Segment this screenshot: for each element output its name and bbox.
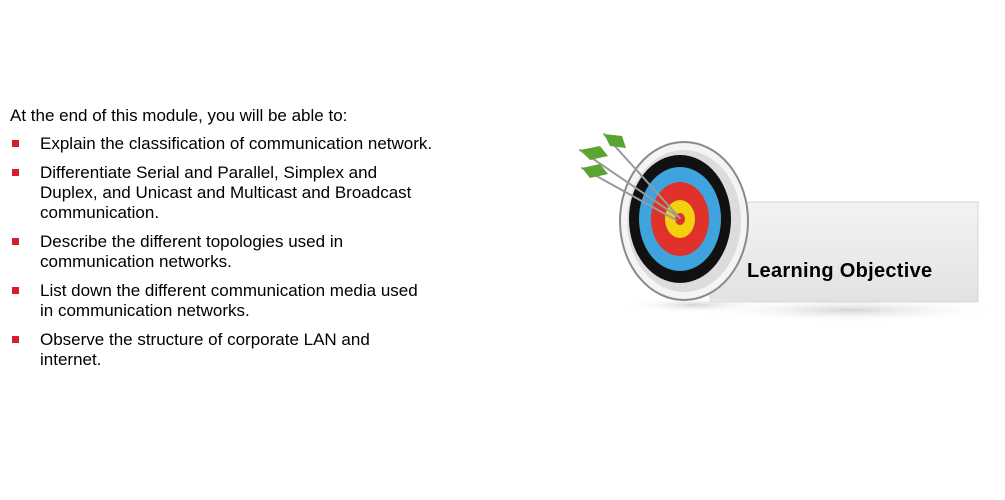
objectives-content: At the end of this module, you will be a… bbox=[10, 106, 480, 379]
square-bullet-icon bbox=[12, 336, 19, 343]
square-bullet-icon bbox=[12, 169, 19, 176]
banner-card bbox=[709, 201, 979, 303]
objective-line: in communication networks. bbox=[40, 301, 250, 320]
objective-line: Observe the structure of corporate LAN a… bbox=[40, 330, 370, 349]
banner-shadow bbox=[700, 298, 990, 322]
objective-item: List down the different communication me… bbox=[10, 281, 480, 321]
objective-line: internet. bbox=[40, 350, 102, 369]
objective-line: Explain the classification of communicat… bbox=[40, 134, 433, 153]
objective-item: Explain the classification of communicat… bbox=[10, 134, 480, 154]
learning-objective-graphic: Learning Objective bbox=[560, 120, 990, 330]
banner-title: Learning Objective bbox=[747, 260, 933, 282]
intro-text: At the end of this module, you will be a… bbox=[10, 106, 348, 125]
objective-line: communication networks. bbox=[40, 252, 232, 271]
arrow-icon bbox=[579, 133, 681, 221]
square-bullet-icon bbox=[12, 287, 19, 294]
square-bullet-icon bbox=[12, 140, 19, 147]
target-illustration bbox=[579, 133, 990, 322]
objective-line: Differentiate Serial and Parallel, Simpl… bbox=[40, 163, 378, 182]
objective-line: Describe the different topologies used i… bbox=[40, 232, 344, 251]
objective-item: Describe the different topologies used i… bbox=[10, 232, 480, 272]
bullseye-icon bbox=[619, 141, 749, 301]
objective-item: Observe the structure of corporate LAN a… bbox=[10, 330, 480, 370]
objectives-list: Explain the classification of communicat… bbox=[10, 134, 480, 370]
objective-line: Duplex, and Unicast and Multicast and Br… bbox=[40, 183, 412, 202]
target-shadow bbox=[625, 297, 765, 313]
objective-item: Differentiate Serial and Parallel, Simpl… bbox=[10, 163, 480, 223]
objective-line: communication. bbox=[40, 203, 160, 222]
objective-line: List down the different communication me… bbox=[40, 281, 418, 300]
square-bullet-icon bbox=[12, 238, 19, 245]
